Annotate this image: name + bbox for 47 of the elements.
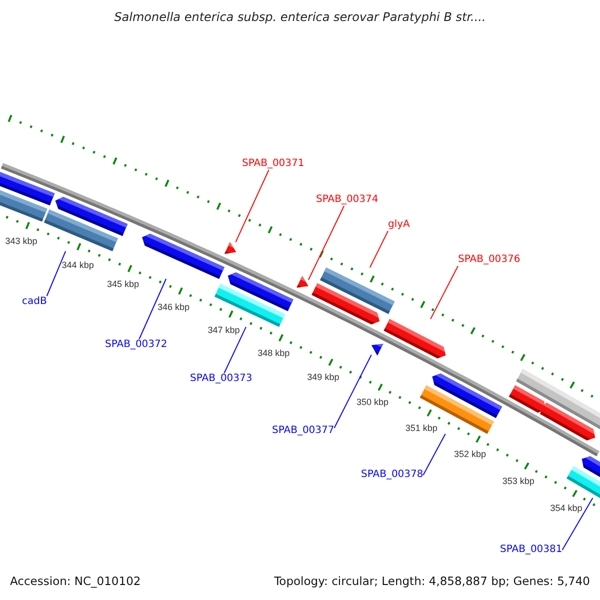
scale-label: 345 kbp [107,279,140,290]
gene-triangle [224,242,236,254]
gene-block [142,234,224,279]
gene-triangle [296,276,308,288]
leader-line [235,170,270,243]
gene-label: SPAB_00374 [316,194,378,206]
gene-block [582,456,600,478]
gene-label: SPAB_00372 [105,339,168,351]
scale-label: 348 kbp [258,348,290,358]
genome-stats-text: Topology: circular; Length: 4,858,887 bp; Genes: 5,740 [274,574,590,588]
scale-label: 350 kbp [356,397,388,408]
scale-label: 353 kbp [502,476,534,486]
scale-label: 346 kbp [158,302,190,312]
scale-label: 344 kbp [62,260,94,270]
gene-label: SPAB_00373 [190,373,252,385]
leader-line [308,206,345,280]
gene-bar [320,268,395,314]
leader-line [334,354,372,428]
scale-label: 354 kbp [550,503,582,514]
gene-label: SPAB_00377 [272,425,334,437]
scale-label: 343 kbp [5,236,38,246]
gene-label: SPAB_00378 [361,469,424,481]
scale-label: 351 kbp [405,422,438,433]
leader-line [430,266,458,320]
gene-label: cadB [22,296,47,308]
gene-label: glyA [388,219,410,231]
gene-block [55,196,128,236]
scale-label: 349 kbp [307,372,340,382]
gene-block [508,385,546,413]
gene-label: SPAB_00376 [458,254,520,266]
accession-text: Accession: NC_010102 [10,574,141,588]
gene-block [432,374,502,418]
diagram-title: Salmonella enterica subsp. enterica serovar Paratyphi B str.... [114,10,486,25]
leader-line [46,250,66,296]
gene-label: SPAB_00371 [242,158,304,170]
leader-line [138,278,167,340]
gene-block [228,272,294,312]
gene-block [540,402,596,440]
gene-block [384,319,446,358]
gene-triangle [371,344,384,356]
leader-line [562,498,594,550]
scale-label: 352 kbp [454,449,486,460]
scale-label: 347 kbp [208,324,240,335]
gene-bar [0,190,48,222]
leader-line [369,230,388,268]
gene-label: SPAB_00381 [500,544,562,556]
leader-line [224,326,246,374]
